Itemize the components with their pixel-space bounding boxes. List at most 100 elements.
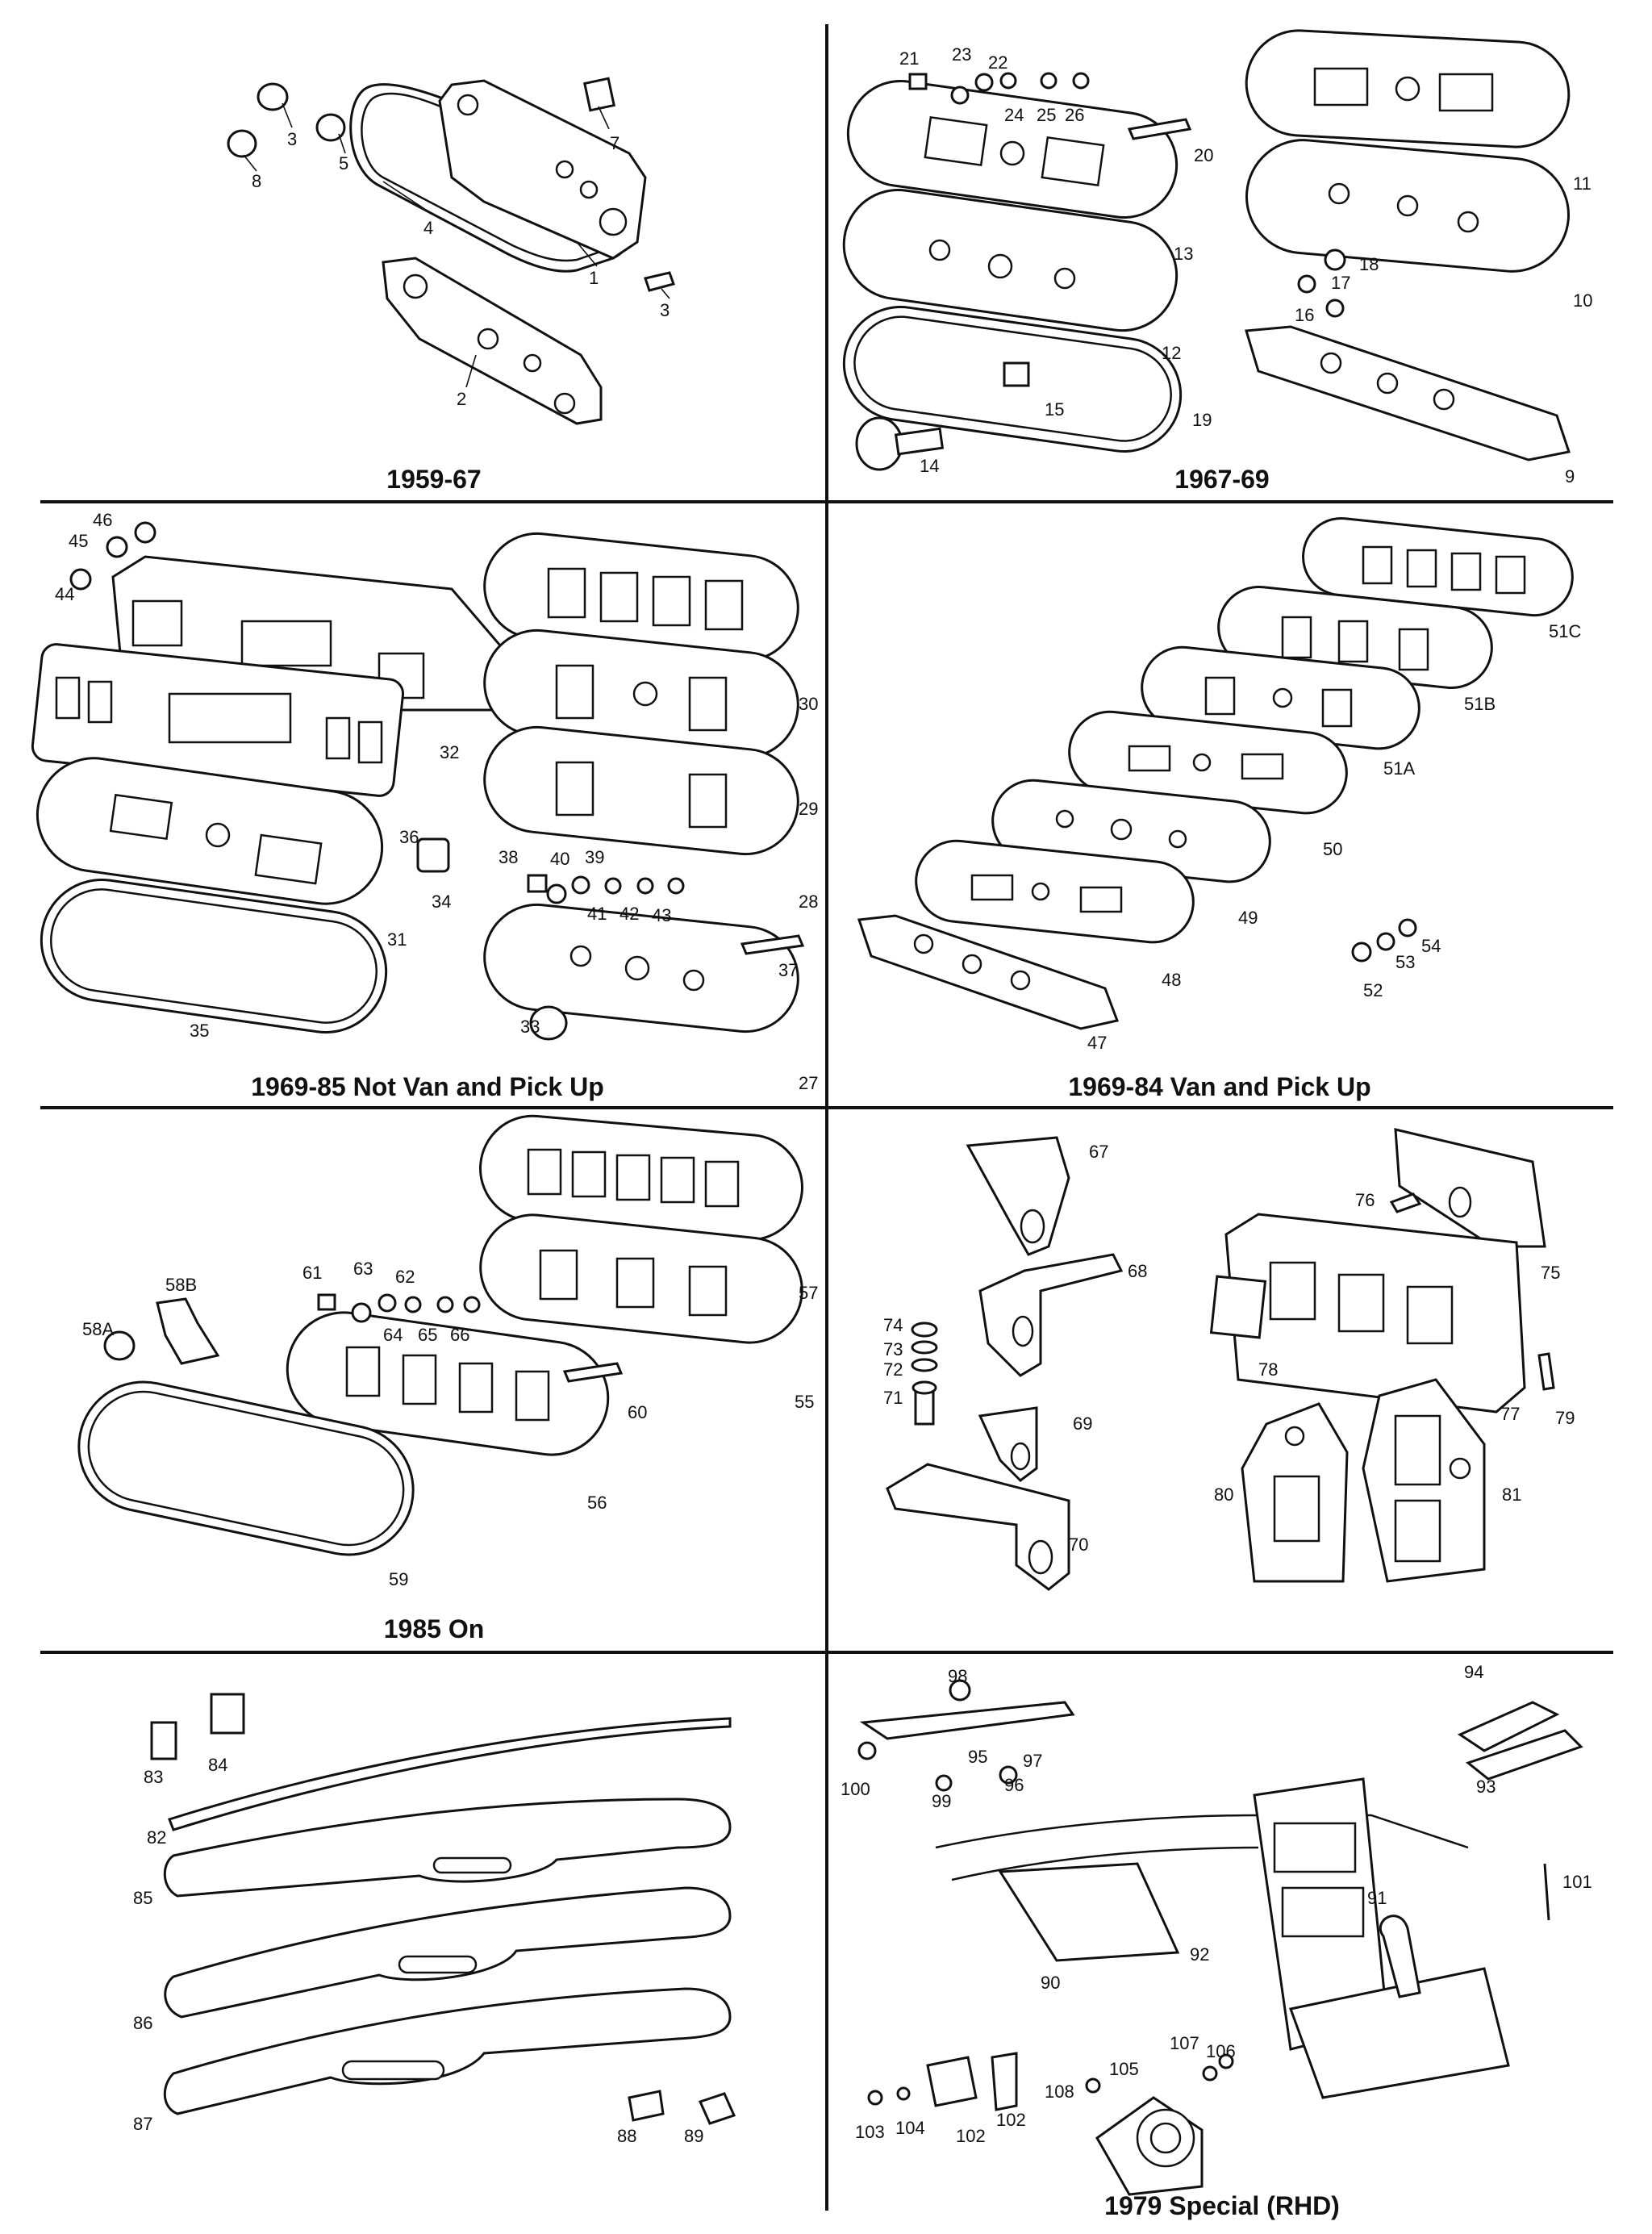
callout: 2 [457, 389, 466, 409]
callout: 27 [799, 1073, 818, 1093]
callout: 64 [383, 1325, 403, 1345]
callout: 36 [399, 827, 419, 847]
callout: 22 [988, 52, 1007, 73]
callout: 42 [620, 904, 639, 924]
callout: 86 [133, 2013, 152, 2033]
callout: 53 [1395, 952, 1415, 972]
callout: 60 [628, 1402, 647, 1422]
callout: 90 [1041, 1973, 1060, 1993]
callout: 81 [1502, 1484, 1521, 1505]
callout: 79 [1555, 1408, 1575, 1428]
callout: 65 [418, 1325, 437, 1345]
callout: 102 [996, 2110, 1026, 2130]
callout: 23 [952, 44, 971, 65]
callout: 30 [799, 694, 818, 714]
caption-1985-on: 1985 On [384, 1614, 485, 1643]
callout: 51A [1383, 758, 1415, 779]
knob-5 [315, 113, 346, 142]
callout: 108 [1045, 2082, 1074, 2102]
knob-6 [257, 82, 289, 111]
callout: 31 [387, 929, 407, 950]
callout: 91 [1367, 1888, 1387, 1908]
gasket-59 [77, 1380, 415, 1556]
callout: 54 [1421, 936, 1441, 956]
callout: 106 [1206, 2041, 1236, 2061]
callout: 58B [165, 1275, 197, 1295]
callout: 14 [920, 456, 939, 476]
caption-1969-85: 1969-85 Not Van and Pick Up [251, 1072, 604, 1101]
callout: 76 [1355, 1190, 1375, 1210]
bracket-37 [740, 934, 805, 955]
van-panel-stack [857, 516, 1574, 1030]
callout: 49 [1238, 908, 1258, 928]
panel-1 [438, 79, 647, 260]
bracket-20 [1127, 118, 1192, 140]
callout: 33 [520, 1017, 540, 1037]
callout: 99 [932, 1791, 951, 1811]
callout: 87 [133, 2114, 152, 2134]
callout: 44 [55, 584, 74, 604]
section-1969-84-van: 51C 51B 51A 50 49 48 47 52 53 54 1969-84… [857, 516, 1581, 1101]
callout: 38 [499, 847, 518, 867]
callout: 47 [1087, 1033, 1107, 1053]
callout: 41 [587, 904, 607, 924]
callout: 43 [652, 905, 671, 925]
callout: 20 [1194, 145, 1213, 165]
callout: 98 [948, 1666, 967, 1686]
callout: 45 [69, 531, 88, 551]
callout: 70 [1069, 1535, 1088, 1555]
callout: 105 [1109, 2059, 1139, 2079]
grid-lines [40, 24, 1613, 2211]
caption-1969-84: 1969-84 Van and Pick Up [1068, 1072, 1370, 1101]
callout: 78 [1258, 1359, 1278, 1380]
callout: 52 [1363, 980, 1383, 1000]
callout: 26 [1065, 105, 1084, 125]
callout: 29 [799, 799, 818, 819]
callout: 63 [353, 1259, 373, 1279]
panel-9 [1245, 325, 1571, 461]
callout: 80 [1214, 1484, 1233, 1505]
lens-34 [416, 837, 450, 873]
section-1979-special: 90 91 92 93 94 95 96 97 98 99 100 101 10… [841, 1662, 1592, 2220]
callout: 19 [1192, 410, 1212, 430]
callout: 35 [190, 1021, 209, 1041]
callout: 84 [208, 1755, 227, 1775]
callout: 72 [883, 1359, 903, 1380]
callout: 107 [1170, 2033, 1199, 2053]
knob-8 [227, 129, 257, 158]
callout: 3 [287, 129, 297, 149]
clip-15 [1003, 361, 1030, 387]
clip-7 [583, 77, 615, 112]
section-dash-rails: 82 83 84 85 86 87 88 89 [133, 1693, 736, 2146]
callout: 46 [93, 510, 112, 530]
callout: 94 [1464, 1662, 1483, 1682]
callout: 37 [778, 960, 798, 980]
section-brackets: 67 68 69 70 71 72 73 74 75 76 77 78 79 8… [883, 1128, 1575, 1591]
callout: 66 [450, 1325, 469, 1345]
caption-1967-69: 1967-69 [1174, 465, 1269, 494]
callout: 88 [617, 2126, 636, 2146]
panel-stack [483, 532, 799, 1033]
callout: 55 [795, 1392, 814, 1412]
callout: 92 [1190, 1944, 1209, 1965]
callout: 95 [968, 1747, 987, 1767]
section-1969-85: 46 45 44 32 30 29 28 27 36 34 31 35 33 3… [31, 510, 818, 1101]
callout: 59 [389, 1569, 408, 1589]
callout: 75 [1541, 1263, 1560, 1283]
callout: 18 [1359, 254, 1379, 274]
callout: 4 [423, 218, 433, 238]
bolt-14 [855, 416, 903, 471]
callout: 67 [1089, 1142, 1108, 1162]
callout: 96 [1004, 1775, 1024, 1795]
callout: 71 [883, 1388, 903, 1408]
callout: 16 [1295, 305, 1314, 325]
gasket-35 [40, 879, 388, 1033]
section-1967-69: 21 23 22 24 25 26 20 11 13 18 17 16 10 1… [842, 29, 1592, 494]
callout: 93 [1476, 1777, 1496, 1797]
callout: 102 [956, 2126, 986, 2146]
caption-1979-special: 1979 Special (RHD) [1104, 2191, 1340, 2220]
callout: 101 [1562, 1872, 1592, 1892]
callout: 3 [660, 300, 670, 320]
callout: 40 [550, 849, 569, 869]
callout: 9 [1565, 466, 1575, 486]
